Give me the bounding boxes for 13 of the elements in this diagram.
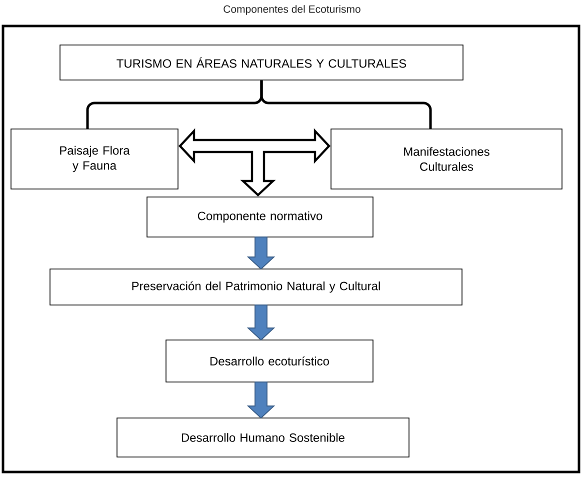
bracket-connector: [260, 80, 432, 129]
process-box: Manifestaciones Culturales: [330, 128, 562, 190]
process-box: Componente normativo: [146, 196, 374, 238]
arrow: [246, 236, 276, 270]
t-shaped-arrow: [178, 128, 330, 196]
arrow: [246, 382, 276, 419]
process-box: TURISMO EN ÁREAS NATURALES Y CULTURALES: [60, 44, 464, 80]
process-box: Desarrollo ecoturístico: [166, 340, 374, 382]
process-box: Paisaje Flora y Fauna: [10, 128, 178, 190]
process-box: Preservación del Patrimonio Natural y Cultural: [50, 268, 462, 306]
title: Componentes del Ecoturismo: [224, 5, 360, 15]
process-box: Desarrollo Humano Sostenible: [116, 418, 410, 458]
arrow: [246, 304, 276, 341]
